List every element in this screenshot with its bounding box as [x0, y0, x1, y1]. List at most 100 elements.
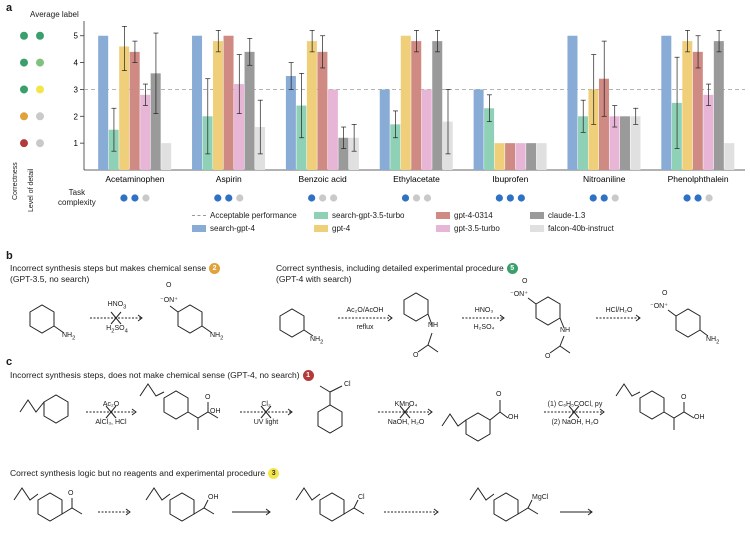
panel-c-caption-2: Correct synthesis logic but no reagents …	[10, 468, 280, 480]
rating-badge-2: 2	[209, 263, 221, 275]
category-label: Aspirin	[216, 174, 242, 184]
caption-1-text: Incorrect synthesis steps, does not make…	[10, 370, 300, 380]
bar	[630, 116, 641, 170]
reagent-c4-top: (1) C₆H₅COCl, py	[547, 401, 603, 408]
caption-2-text: Correct synthesis logic but no reagents …	[10, 468, 266, 478]
bar	[98, 35, 109, 171]
sub3: 3	[123, 304, 127, 311]
nh-text: NH	[62, 332, 73, 339]
bar	[390, 124, 401, 170]
nitro-group-2: ⁻ON⁺	[510, 290, 528, 298]
rating-dot-detail	[36, 112, 44, 121]
legend-dash	[192, 215, 206, 216]
y-tick-label: 2	[74, 112, 79, 121]
rating-badge-1: 1	[302, 370, 314, 382]
legend-item-gpt-4: gpt-4	[314, 224, 350, 233]
rating-badge-3: 3	[268, 468, 280, 480]
bar	[192, 35, 203, 171]
bar	[150, 73, 161, 170]
complexity-dot	[142, 194, 150, 202]
o-label-3: O	[681, 394, 687, 401]
rating-dot-correctness	[20, 112, 28, 121]
panel-b-left-caption: Incorrect synthesis steps but makes chem…	[10, 263, 221, 285]
reagent-r3-top: HNO₃	[474, 307, 494, 314]
legend-item-falcon: falcon-40b-instruct	[530, 224, 614, 233]
bar	[234, 84, 245, 170]
category-label: Nitroaniline	[583, 174, 626, 184]
acetyl-o-1: O	[413, 352, 419, 359]
bar	[724, 143, 735, 170]
aniline-structure-1	[29, 304, 65, 334]
grignard-structure	[469, 487, 539, 522]
complexity-dot	[131, 194, 139, 202]
bar	[421, 89, 432, 170]
nitro-o-1: O	[166, 282, 172, 289]
n-plus: N⁺	[519, 291, 528, 298]
bar	[285, 76, 296, 170]
complexity-dot	[705, 194, 713, 202]
bar	[713, 41, 724, 170]
complexity-dot	[225, 194, 233, 202]
nh2-label-2: NH2	[210, 332, 223, 341]
bar	[661, 35, 672, 171]
complexity-dot	[506, 194, 514, 202]
crossed-arrow-1	[90, 311, 143, 325]
legend-swatch	[436, 212, 450, 219]
reagent-c3-bot: NaOH, H₂O	[387, 419, 425, 426]
rating-dot-detail	[36, 58, 44, 67]
reagent-c3-top: KMnO₄	[394, 401, 418, 408]
legend-label: gpt-4-0314	[454, 211, 493, 220]
nh-text: NH	[310, 336, 321, 343]
legend-swatch	[192, 225, 206, 232]
chloride-structure	[295, 487, 365, 522]
arrow-c5	[98, 508, 131, 516]
complexity-dot	[319, 194, 327, 202]
category-label: Benzoic acid	[299, 174, 347, 184]
o-minus: ⁻O	[650, 303, 660, 310]
left-caption-line1: Incorrect synthesis steps but makes chem…	[10, 263, 207, 273]
legend-label: gpt-4	[332, 224, 351, 233]
bar	[327, 89, 338, 170]
nitro-o-3: O	[662, 290, 668, 297]
task-complexity-line2: complexity	[58, 198, 96, 207]
legend-item-search-gpt-3.5: search-gpt-3.5-turbo	[314, 211, 404, 220]
task-complexity-line1: Task	[68, 188, 86, 197]
bar	[348, 137, 359, 170]
reagent-c2-bot: UV light	[253, 419, 279, 426]
p-nitroacetanilide-structure	[527, 296, 571, 354]
reagent-r2-top: Ac₂O/AcOH	[346, 307, 384, 314]
category-label: Phenolphthalein	[668, 174, 729, 184]
bar	[505, 143, 516, 170]
rating-dot-correctness	[20, 58, 28, 67]
legend-swatch	[314, 225, 328, 232]
bar	[567, 35, 578, 171]
isobutylacetophenone-structure	[13, 487, 83, 522]
nitro-group-3: ⁻ON⁺	[650, 302, 668, 310]
nh-label-1: NH	[428, 322, 439, 329]
task-complexity-label: Task complexity	[58, 188, 96, 208]
nh2-label-4: NH2	[706, 336, 719, 345]
complexity-dot	[214, 194, 222, 202]
legend-swatch	[530, 212, 544, 219]
bar	[161, 143, 172, 170]
bar	[411, 41, 422, 170]
arrow-4	[596, 314, 641, 322]
complexity-dot	[683, 194, 691, 202]
complexity-dot	[412, 194, 421, 202]
acetanilide-structure	[403, 292, 439, 353]
o-label-1: O	[205, 394, 211, 401]
bar	[129, 51, 140, 170]
bar	[692, 51, 703, 170]
rating-dot-detail	[36, 85, 44, 94]
cumyl-chloride-structure	[317, 385, 343, 434]
o-label-2: O	[496, 391, 502, 398]
nh2-sub: 2	[320, 339, 324, 346]
bar	[577, 116, 588, 170]
h: H	[106, 325, 112, 332]
n-plus: N⁺	[659, 303, 668, 310]
average-label-heading: Average label	[30, 10, 79, 19]
bar	[317, 51, 328, 170]
nh-label-2: NH	[560, 327, 571, 334]
ibuprofen-structure-1	[139, 383, 219, 430]
bar	[213, 41, 224, 170]
